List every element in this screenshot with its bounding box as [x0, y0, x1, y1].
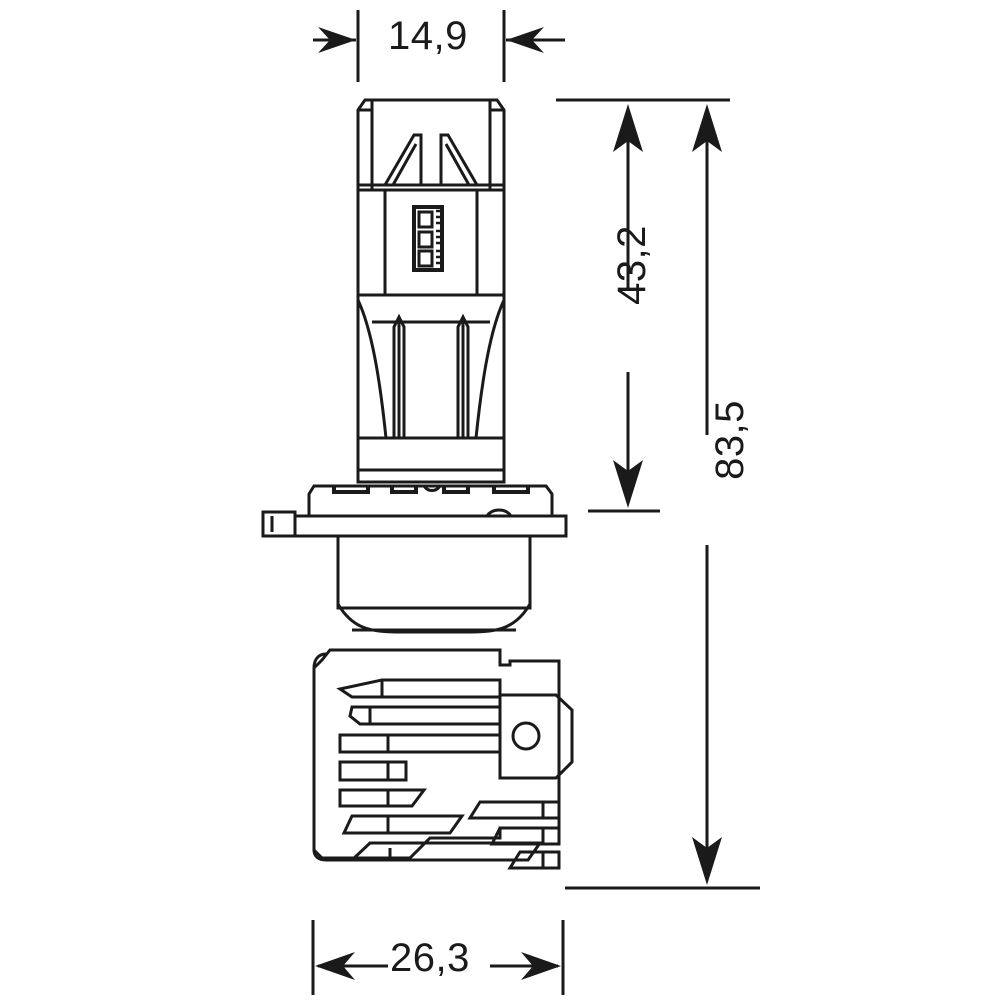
arrowhead-inner-up: [613, 104, 643, 152]
flange-tab-2: [390, 486, 418, 494]
dimension-label-height-outer: 83,5: [708, 400, 752, 480]
bulb-outline-group: [261, 98, 574, 870]
led-chip-side-ticks: [436, 209, 440, 265]
rod-right-outer: [456, 313, 470, 438]
fin-right-outer: [439, 133, 479, 186]
flange-tab-4: [492, 486, 530, 494]
fin-slot-6: [341, 814, 465, 835]
flange-center-boss: [422, 485, 442, 492]
tab-outline: [498, 693, 574, 780]
fin-slot-r1: [467, 800, 561, 820]
fin-slot-r3: [507, 850, 561, 870]
emitter-housing: [356, 190, 506, 297]
flange-tab-3: [442, 486, 470, 494]
body-right-taper: [474, 295, 506, 439]
flange-notch-right: [485, 508, 513, 517]
led-chip-cell-2: [417, 230, 434, 249]
heatsink-left-round: [312, 652, 327, 669]
heatsink-fins-right: [467, 800, 561, 870]
arrowhead-top-left: [318, 27, 356, 53]
neck-bulge: [336, 603, 532, 634]
arrowhead-top-right: [506, 27, 544, 53]
fin-slot-1: [336, 678, 502, 699]
fin-left-inner: [391, 143, 418, 186]
heatsink-fins-left: [336, 678, 543, 862]
fin-left-outer: [383, 133, 423, 186]
flange-block-upper: [356, 436, 506, 484]
connector-mounting-tab: [498, 693, 574, 780]
top-cap-outer: [356, 98, 506, 192]
dimension-height-inner: [556, 98, 730, 513]
arrowhead-outer-up: [692, 104, 722, 152]
led-chip-cell-1: [417, 210, 434, 229]
arrowhead-bottom-left: [315, 952, 355, 980]
dimension-label-width-bottom: 26,3: [390, 936, 470, 980]
arrowhead-inner-down: [613, 460, 643, 508]
rod-left-outer: [392, 313, 406, 438]
neck-body: [336, 536, 532, 610]
top-cap: [356, 98, 506, 192]
led-chip-array: [412, 205, 444, 272]
arrowhead-outer-down: [692, 837, 722, 885]
led-chip-cell-3: [417, 249, 434, 268]
tapered-body: [356, 295, 506, 439]
neck-collar: [336, 536, 532, 634]
fin-slot-4: [338, 760, 408, 782]
tab-hole: [511, 721, 541, 751]
arrowhead-bottom-right: [521, 952, 561, 980]
dimension-height-outer: [565, 118, 760, 890]
flange-platform-upper: [356, 436, 506, 484]
fin-slot-3: [338, 733, 502, 754]
dimension-label-width-top: 14,9: [388, 14, 468, 58]
led-chip-frame: [412, 205, 444, 272]
fin-right-inner: [444, 143, 471, 186]
body-left-taper: [356, 295, 388, 439]
fin-slot-r2: [489, 826, 561, 846]
flange-key-tab-left: [261, 510, 297, 538]
fin-slot-2: [348, 705, 502, 726]
fin-slot-5: [338, 788, 427, 808]
base-flange: [261, 484, 568, 538]
flange-tab-1: [332, 486, 370, 494]
dimension-label-height-inner: 43,2: [610, 225, 654, 305]
heatsink-bottom-left-round: [312, 849, 327, 862]
